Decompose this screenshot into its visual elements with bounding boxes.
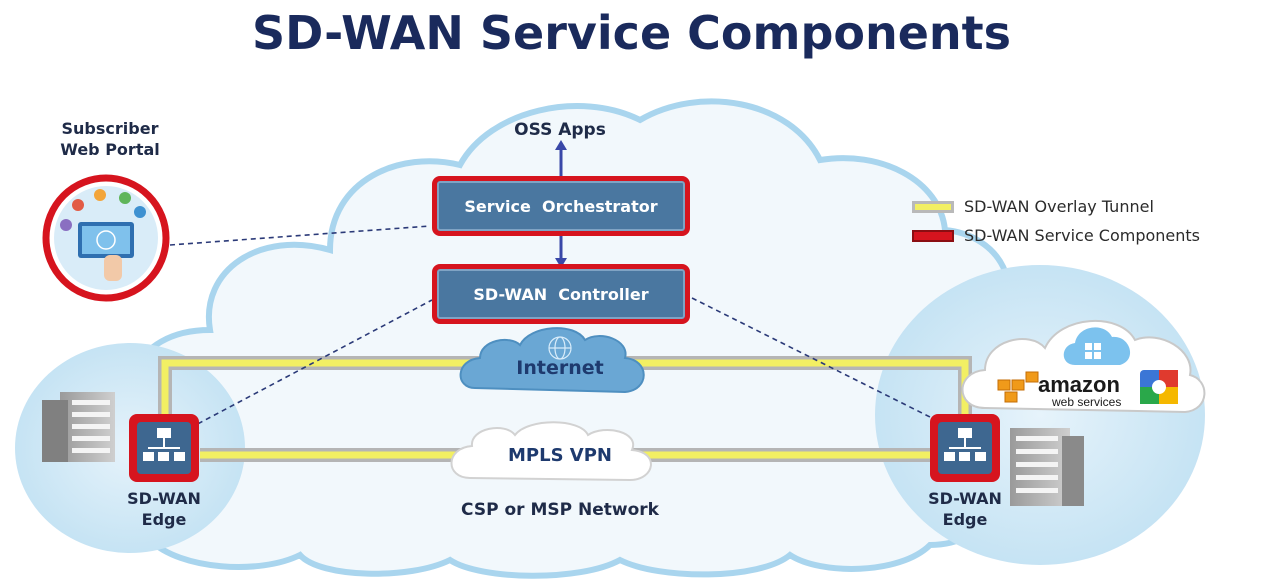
legend-swatch-components xyxy=(912,229,954,242)
mpls-vpn-label: MPLS VPN xyxy=(508,445,612,466)
controller-right-edge-connector xyxy=(691,297,941,423)
orchestrator-controller-arrow xyxy=(555,233,567,268)
oss-apps-label: OSS Apps xyxy=(514,120,606,140)
service-orchestrator-box: Service Orchestrator xyxy=(432,176,690,236)
legend-label-components: SD-WAN Service Components xyxy=(964,226,1200,245)
left-edge-label: SD-WAN Edge xyxy=(104,488,224,530)
subscriber-portal-label: Subscriber Web Portal xyxy=(10,118,210,160)
legend-item-tunnel: SD-WAN Overlay Tunnel xyxy=(912,197,1154,216)
web-portal-icon xyxy=(42,174,170,302)
public-cloud-services-icon xyxy=(961,320,1206,414)
legend-item-components: SD-WAN Service Components xyxy=(912,226,1200,245)
left-edge-label-line1: SD-WAN xyxy=(127,489,201,508)
amazon-logo-subtext: web services xyxy=(1052,395,1122,409)
controller-left-edge-connector xyxy=(189,299,433,429)
portal-connector xyxy=(169,225,431,246)
sdwan-controller-box: SD-WAN Controller xyxy=(432,264,690,324)
globe-icon xyxy=(548,336,572,360)
diagram-title: SD-WAN Service Components xyxy=(251,6,1012,60)
amazon-logo-text: amazon xyxy=(1038,372,1120,397)
legend-label-tunnel: SD-WAN Overlay Tunnel xyxy=(964,197,1154,216)
service-orchestrator-label: Service Orchestrator xyxy=(464,196,658,216)
mpls-cloud xyxy=(450,421,652,482)
internet-label: Internet xyxy=(516,357,604,379)
internet-cloud xyxy=(459,327,645,394)
orchestrator-oss-arrow xyxy=(555,140,567,178)
right-edge-label-line2: Edge xyxy=(942,510,988,529)
legend-swatch-tunnel xyxy=(912,200,954,213)
subscriber-portal-label-line1: Subscriber xyxy=(61,119,159,138)
subscriber-portal-label-line2: Web Portal xyxy=(60,140,160,159)
sdwan-controller-label: SD-WAN Controller xyxy=(473,284,649,304)
right-building-icon xyxy=(1010,428,1084,506)
right-edge-label: SD-WAN Edge xyxy=(905,488,1025,530)
left-edge-label-line2: Edge xyxy=(141,510,187,529)
right-edge-label-line1: SD-WAN xyxy=(928,489,1002,508)
edge-device-left xyxy=(129,414,199,482)
edge-device-right xyxy=(930,414,1000,482)
left-building-icon xyxy=(42,392,115,462)
csp-network-label: CSP or MSP Network xyxy=(461,500,659,520)
